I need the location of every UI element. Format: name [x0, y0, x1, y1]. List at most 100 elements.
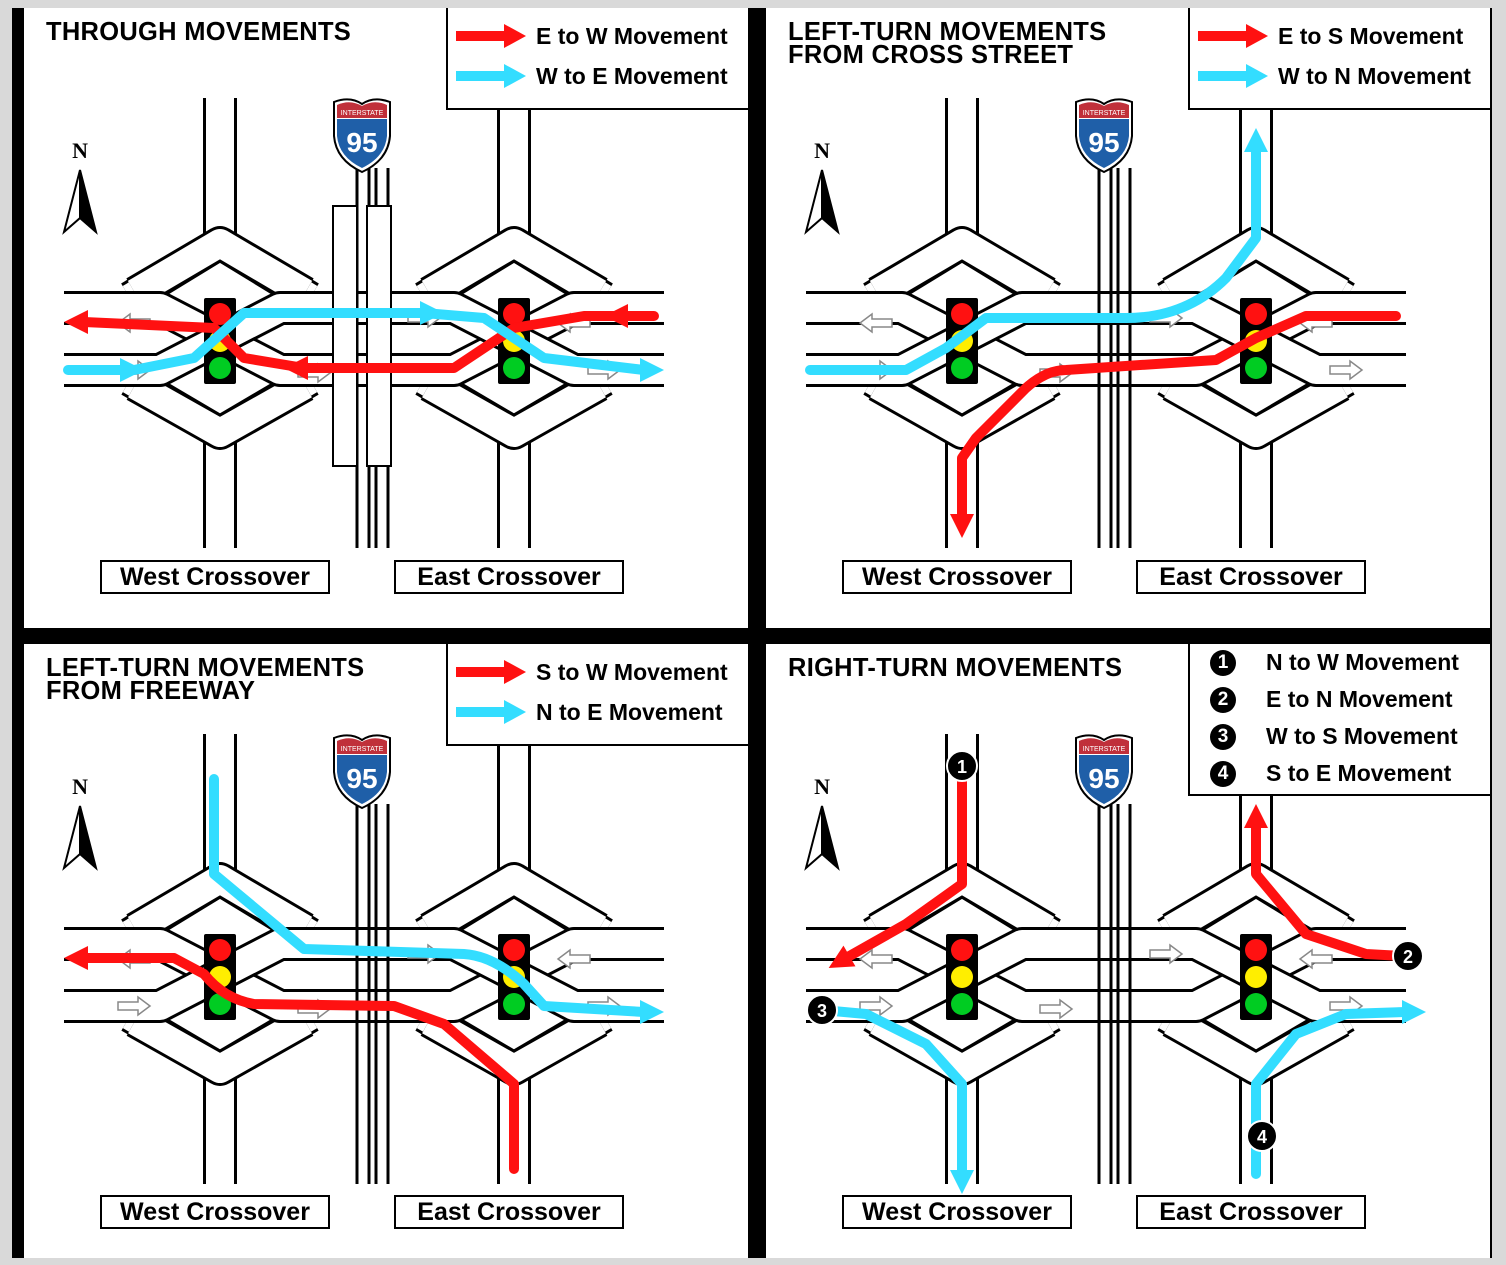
legend-item: W to N Movement [1190, 56, 1471, 96]
legend-text: W to S Movement [1266, 723, 1458, 749]
panel-title: LEFT-TURN MOVEMENTS FROM CROSS STREET [788, 16, 1107, 69]
legend: E to W Movement W to E Movement [446, 8, 748, 110]
svg-text:INTERSTATE: INTERSTATE [341, 746, 384, 753]
road-surface [1163, 865, 1349, 942]
lane-arrow-icon [858, 948, 893, 970]
traffic-signal-icon [1240, 934, 1272, 1020]
legend: E to S Movement W to N Movement [1188, 8, 1490, 110]
red-route [1251, 819, 1407, 961]
route-arrowhead-icon [640, 358, 664, 382]
route-arrowhead-icon [1402, 1000, 1426, 1024]
svg-text:INTERSTATE: INTERSTATE [1083, 746, 1126, 753]
cyan-route [805, 143, 1261, 375]
crossover-east [415, 98, 613, 548]
legend-text: S to E Movement [1266, 760, 1452, 786]
road-surface [127, 229, 313, 306]
route-arrowhead-icon [950, 1170, 974, 1194]
red-arrow-icon [456, 660, 526, 684]
road-surface [422, 372, 606, 447]
road-surface [421, 229, 607, 306]
freeway-i95 [1097, 168, 1132, 548]
route-arrowhead-icon [64, 946, 88, 970]
svg-text:3: 3 [817, 1001, 827, 1021]
svg-text:95: 95 [346, 127, 377, 158]
interstate-shield-icon: INTERSTATE 95 [1075, 734, 1133, 810]
road-surface [127, 865, 313, 942]
legend-item: E to S Movement [1190, 16, 1463, 56]
legend-text: S to W Movement [536, 658, 728, 685]
legend: 1 N to W Movement 2 E to N Movement 3 W … [1188, 644, 1490, 796]
number-4-icon: 4 [1210, 760, 1236, 787]
svg-text:95: 95 [1088, 763, 1119, 794]
legend-text: W to N Movement [1278, 62, 1471, 89]
svg-text:N: N [72, 774, 88, 799]
road-surface [128, 372, 312, 447]
east-crossover-label: East Crossover [394, 1195, 624, 1229]
cyan-route [817, 1005, 967, 1179]
route-arrowhead-icon [828, 945, 856, 968]
svg-text:N: N [814, 774, 830, 799]
route-arrowhead-icon [64, 310, 88, 334]
east-crossover-label: East Crossover [1136, 560, 1366, 594]
route-arrowhead-icon [120, 358, 144, 382]
legend-item: 3 W to S Movement [1190, 718, 1458, 755]
east-crossover-label: East Crossover [1136, 1195, 1366, 1229]
north-arrow-icon: N [804, 138, 840, 235]
number-2-icon: 2 [1210, 686, 1236, 713]
lane-arrow-icon [1149, 943, 1184, 965]
legend-text: W to E Movement [536, 62, 728, 89]
cyan-route [63, 308, 429, 375]
red-route [841, 769, 967, 963]
traffic-signal-icon [946, 934, 978, 1020]
number-3-icon: 3 [1210, 723, 1236, 750]
svg-text:1: 1 [957, 757, 967, 777]
road-surface [869, 229, 1055, 306]
cyan-arrow-icon [1198, 64, 1268, 88]
panel-title: LEFT-TURN MOVEMENTS FROM FREEWAY [46, 652, 365, 705]
legend-item: 1 N to W Movement [1190, 644, 1459, 681]
cyan-arrow-icon [456, 64, 526, 88]
number-1-icon: 1 [1210, 649, 1236, 676]
bridge-deck [366, 205, 392, 467]
red-arrow-icon [1198, 24, 1268, 48]
road-surface [1163, 229, 1349, 306]
freeway-i95 [1097, 804, 1132, 1184]
legend-item: N to E Movement [448, 692, 723, 732]
road-surface [1164, 1008, 1348, 1083]
freeway-i95 [332, 168, 392, 548]
svg-text:N: N [72, 138, 88, 163]
route-arrowhead-icon [950, 514, 974, 538]
route-arrowhead-icon [640, 1000, 664, 1024]
west-crossover-label: West Crossover [842, 560, 1072, 594]
svg-text:4: 4 [1257, 1127, 1267, 1147]
legend-text: E to N Movement [1266, 686, 1453, 712]
red-route [79, 953, 519, 1174]
legend-text: N to E Movement [536, 698, 723, 725]
svg-text:INTERSTATE: INTERSTATE [1083, 110, 1126, 117]
cyan-route [419, 308, 649, 375]
legend: S to W Movement N to E Movement [446, 644, 748, 746]
legend-item: 4 S to E Movement [1190, 755, 1451, 792]
number-3-badge-icon: 3 [806, 994, 838, 1026]
legend-text: N to W Movement [1266, 649, 1459, 675]
bridge-deck [332, 205, 358, 467]
red-arrow-icon [456, 24, 526, 48]
west-crossover-label: West Crossover [100, 560, 330, 594]
cyan-route [209, 774, 649, 1017]
svg-text:N: N [814, 138, 830, 163]
route-arrowhead-icon [1244, 804, 1268, 828]
lane-arrow-icon [117, 995, 152, 1017]
lane-arrow-icon [556, 948, 591, 970]
north-arrow-icon: N [62, 774, 98, 871]
cyan-arrow-icon [456, 700, 526, 724]
